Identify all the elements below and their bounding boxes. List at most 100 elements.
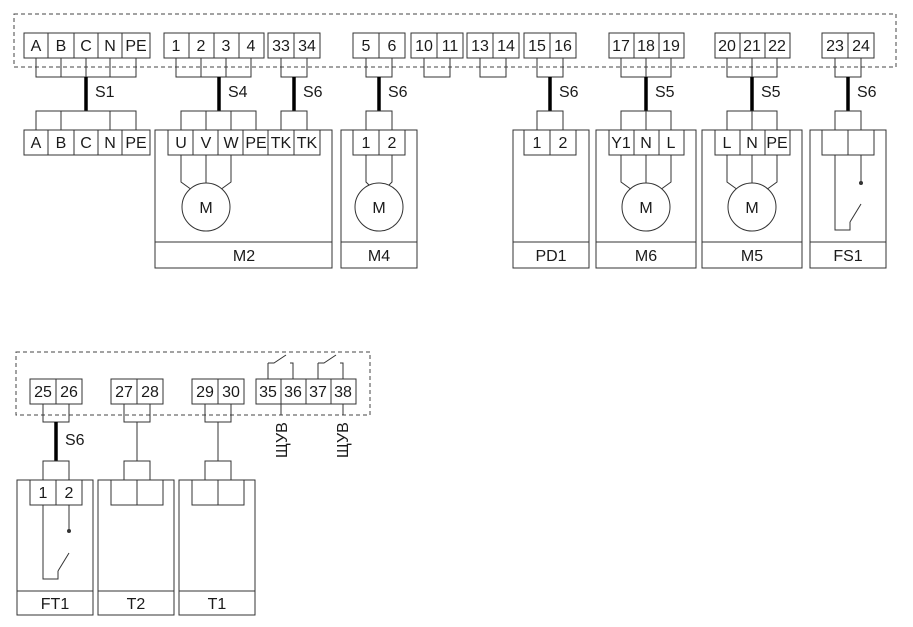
terminal-label: 27 — [115, 384, 133, 401]
relay-contact-symbol — [267, 354, 294, 379]
terminal-label: 2 — [388, 135, 397, 152]
terminal-label: PE — [245, 135, 266, 152]
cable-label: S5 — [655, 84, 675, 101]
wire-bus — [280, 110, 308, 130]
wire-bus — [620, 58, 672, 78]
terminal-label: 14 — [497, 38, 515, 55]
device-label: M2 — [233, 248, 255, 265]
terminal-label: 29 — [196, 384, 214, 401]
terminal-label: B — [56, 135, 67, 152]
terminal-label: 1 — [172, 38, 181, 55]
motor-symbol — [727, 182, 777, 232]
terminal-label: 1 — [39, 485, 48, 502]
wire-bus — [726, 58, 778, 78]
terminal-group-13-14: 13 14 — [466, 32, 520, 59]
wire-bus — [726, 110, 778, 130]
switch-blade — [849, 203, 862, 223]
device-m4: 1 2 M M4 — [340, 129, 418, 269]
device-label: FS1 — [833, 248, 862, 265]
device-m6: Y1 N L M M6 — [595, 129, 697, 269]
terminal-label: 13 — [471, 38, 489, 55]
terminal-label: PE — [125, 38, 146, 55]
device-t1: T1 — [178, 479, 256, 616]
terminal-label: 28 — [141, 384, 159, 401]
terminal-label: 20 — [718, 38, 736, 55]
wire-bus — [123, 404, 151, 480]
external-label: ЩУВ — [335, 422, 352, 458]
terminal-group-27-28: 27 28 — [110, 378, 164, 405]
terminal-label: N — [104, 38, 116, 55]
device-label: M5 — [741, 248, 763, 265]
terminal-label: 37 — [309, 384, 327, 401]
terminal-label: 22 — [768, 38, 786, 55]
terminal-label: 34 — [298, 38, 316, 55]
terminal-label: 26 — [60, 384, 78, 401]
terminal-label: 11 — [442, 38, 459, 55]
wire-bus — [536, 110, 564, 130]
device-label: M4 — [368, 248, 390, 265]
device-t2: T2 — [97, 479, 175, 616]
terminal-label: 1 — [362, 135, 371, 152]
terminal-label: C — [80, 135, 92, 152]
device-label: T1 — [208, 596, 227, 613]
cable-label: S6 — [303, 84, 323, 101]
terminal-label: 16 — [554, 38, 572, 55]
terminal-label: 10 — [415, 38, 433, 55]
terminal-group-35-38: 35 36 37 38 — [255, 378, 357, 405]
device-ft1: 1 2 FT1 — [16, 479, 94, 616]
wire-bus — [204, 404, 232, 480]
terminal-label: L — [667, 135, 676, 152]
terminal-group-29-30: 29 30 — [191, 378, 245, 405]
terminal-label: N — [104, 135, 116, 152]
terminal-label: Y1 — [611, 135, 631, 152]
device-pd1: 1 2 PD1 — [512, 129, 590, 269]
terminal-label: 4 — [247, 38, 256, 55]
device-m5: L N PE M M5 — [701, 129, 803, 269]
terminal-label: 2 — [559, 135, 568, 152]
motor-symbol-label: M — [639, 200, 652, 217]
switch-blade — [57, 552, 70, 572]
terminal-label: 33 — [272, 38, 290, 55]
terminal-group-25-26: 25 26 — [29, 378, 83, 405]
supply-terminal-block: A B C N PE — [23, 129, 151, 156]
controller-bottom-boundary — [15, 351, 371, 416]
wire-bus — [175, 58, 252, 78]
terminal-label: N — [746, 135, 758, 152]
motor-symbol-label: M — [372, 200, 385, 217]
cable-label: S5 — [761, 84, 781, 101]
terminal-label: 36 — [284, 384, 302, 401]
terminal-group-5-6: 5 6 — [352, 32, 406, 59]
terminal-label: W — [223, 135, 239, 152]
cable-label: S4 — [228, 84, 248, 101]
wire-bus — [42, 404, 70, 423]
device-label: T2 — [127, 596, 146, 613]
terminal-group-abcnpe: A B C N PE — [23, 32, 151, 59]
device-fs1: FS1 — [809, 129, 887, 269]
cable-label: S1 — [95, 84, 115, 101]
terminal-group-17-19: 17 18 19 — [608, 32, 685, 59]
external-label: ЩУВ — [274, 422, 291, 458]
switch-terminal-dot — [859, 181, 863, 185]
terminal-label: 19 — [662, 38, 680, 55]
terminal-label: 30 — [222, 384, 240, 401]
motor-symbol-label: M — [745, 200, 758, 217]
cable-label: S6 — [388, 84, 408, 101]
terminal-group-15-16: 15 16 — [523, 32, 577, 59]
terminal-label: 3 — [222, 38, 231, 55]
terminal-label: 5 — [362, 38, 371, 55]
wire-bus — [42, 460, 70, 480]
terminal-label: 1 — [533, 135, 542, 152]
motor-symbol-label: M — [199, 200, 212, 217]
terminal-label: 38 — [334, 384, 352, 401]
motor-symbol — [354, 182, 404, 232]
terminal-label: C — [80, 38, 92, 55]
terminal-label: A — [31, 38, 42, 55]
terminal-label: 18 — [637, 38, 655, 55]
terminal-label: 23 — [826, 38, 844, 55]
terminal-label: B — [56, 38, 67, 55]
terminal-label: PE — [125, 135, 146, 152]
device-label: PD1 — [535, 248, 566, 265]
terminal-label: L — [723, 135, 732, 152]
wire-bus — [423, 58, 451, 78]
